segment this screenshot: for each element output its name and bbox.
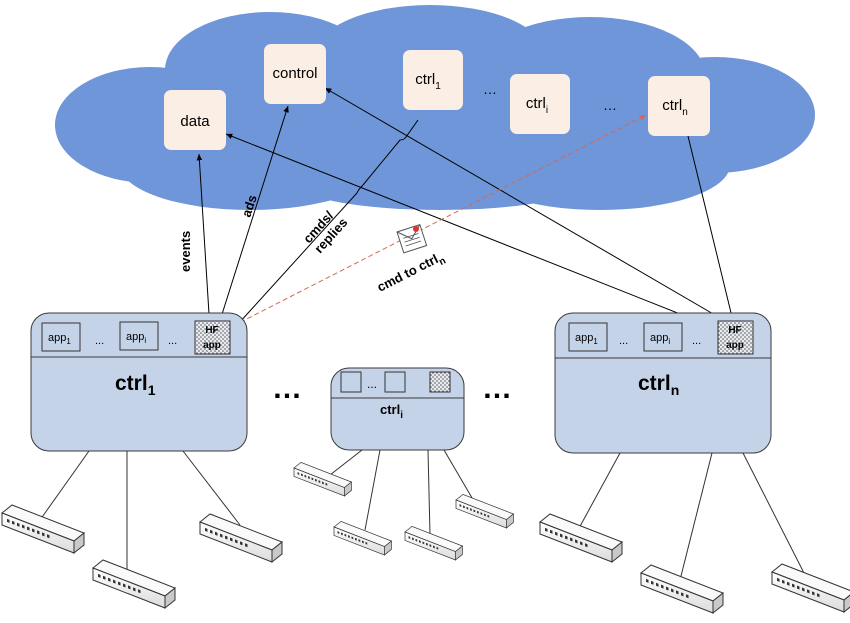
cloud-box-ctrl1-label: ctrl (415, 71, 435, 88)
ctrln-hf-app-label-1: HF (728, 325, 741, 336)
cmd-to-sub: n (437, 255, 447, 268)
events-arrow (196, 153, 213, 331)
network-switch-icon (771, 563, 850, 613)
cmd-to-label: cmd to ctrl (375, 251, 441, 295)
network-switch-icon (92, 559, 176, 609)
cloud-box-ctrli-sub: i (546, 105, 548, 116)
cloud-box-data: data (164, 90, 226, 150)
svg-text:ctrln: ctrln (638, 372, 679, 398)
ads-label: ads (239, 193, 260, 219)
cmds-replies-label: cmds/ replies (300, 208, 350, 256)
data-to-ctrln-arrow (225, 133, 724, 332)
ctrli-ellipsis: ... (367, 377, 377, 391)
cloud-box-control: control (264, 44, 326, 104)
ctrli-appi-box (384, 371, 406, 393)
control-to-ctrln-arrow (324, 87, 728, 323)
cloud-box-ctrli-label: ctrl (526, 95, 546, 112)
cloud-box-data-label: data (180, 113, 210, 130)
ctrl1-sub: 1 (148, 382, 156, 398)
svg-text:ctrli: ctrli (526, 95, 548, 116)
svg-text:ctrl1: ctrl1 (115, 372, 156, 398)
svg-text:appi: appi (126, 331, 146, 345)
ctrln-down-line (687, 135, 735, 322)
right-ellipsis2: ... (692, 335, 701, 347)
ctrln-hf-app-box (717, 320, 754, 355)
cloud-box-ctrln: ctrln (648, 76, 710, 136)
ads-arrow (216, 105, 289, 331)
ctrl1-title: ctrl (115, 372, 148, 395)
cloud-ellipsis-a: … (483, 81, 497, 97)
controller-ctrln: app1 ... appi ... HF app ctrln (554, 312, 772, 454)
ctrli-hf-app-box (429, 371, 451, 393)
ctrli-app1-box (340, 371, 362, 393)
cloud-ellipsis-b: … (603, 97, 617, 113)
app1-box (41, 322, 81, 352)
svg-text:appi: appi (650, 332, 670, 346)
ctrln-appi-label: app (650, 332, 668, 344)
ctrli-title: ctrl (380, 402, 400, 417)
network-switch-icon (199, 513, 283, 563)
cloud-box-ctrli: ctrli (510, 74, 570, 134)
ctrln-appi-box (643, 322, 683, 352)
ctrln-hf-app-label-2: app (726, 340, 744, 351)
app1-label: app (48, 332, 66, 344)
cmd-to-ctrln-dashed-arrow (232, 114, 647, 327)
network-switch-icon (539, 513, 623, 563)
separator-dots-left: … (272, 372, 302, 405)
controller-ctrli: ... ctrli (330, 367, 465, 451)
network-switch-icon (1, 504, 85, 554)
svg-text:ctrl1: ctrl1 (415, 71, 441, 92)
controller-ctrl1: app1 ... appi ... HF app ctrl1 (30, 312, 248, 452)
hf-app-box (194, 320, 231, 355)
cloud-box-control-label: control (272, 65, 317, 82)
svg-text:ctrli: ctrli (380, 402, 403, 421)
network-switch-icon (455, 494, 514, 529)
ctrln-app1-label: app (575, 332, 593, 344)
svg-text:ctrln: ctrln (662, 97, 688, 118)
left-ellipsis1: ... (95, 335, 104, 347)
network-switch-icon (404, 526, 463, 561)
ctrln-title: ctrl (638, 372, 671, 395)
appi-box (119, 321, 159, 351)
cloud-box-ctrl1: ctrl1 (403, 50, 463, 110)
cloud-box-ctrl1-sub: 1 (435, 81, 441, 92)
cloud-box-ctrln-sub: n (682, 107, 688, 118)
svg-text:cmd to ctrln: cmd to ctrln (375, 248, 448, 298)
cloud-box-ctrln-label: ctrl (662, 97, 682, 114)
events-label: events (178, 231, 193, 272)
message-envelope-icon (396, 223, 428, 254)
svg-text:app1: app1 (48, 332, 71, 346)
appi-label: app (126, 331, 144, 343)
ctrli-sub: i (400, 410, 403, 421)
ctrln-app1-box (568, 322, 608, 352)
separator-dots-right: … (482, 372, 512, 405)
switch-links (39, 449, 806, 581)
network-switch-icon (293, 462, 352, 497)
network-switch-icon (333, 521, 392, 556)
ctrln-sub: n (671, 382, 680, 398)
svg-text:app1: app1 (575, 332, 598, 346)
connection-lines (196, 87, 735, 335)
right-ellipsis1: ... (619, 335, 628, 347)
hf-app-label-1: HF (205, 325, 218, 336)
left-ellipsis2: ... (168, 335, 177, 347)
hf-app-label-2: app (203, 340, 221, 351)
